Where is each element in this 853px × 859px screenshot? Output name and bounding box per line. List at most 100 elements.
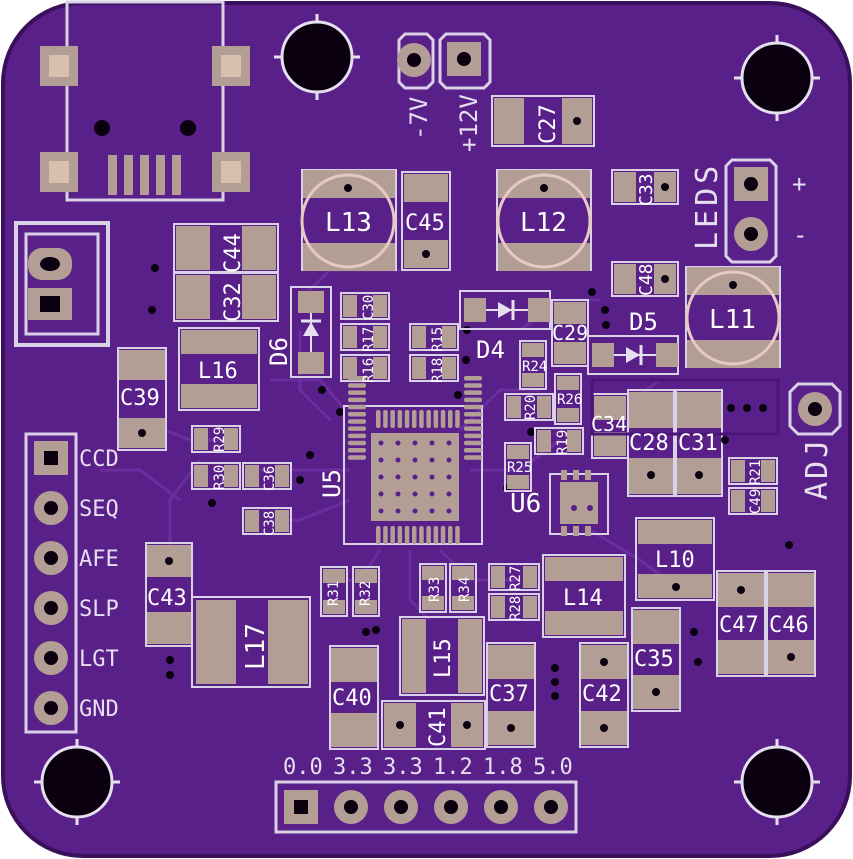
qfn-pin bbox=[426, 526, 431, 544]
designator-r21: R21 bbox=[748, 460, 764, 485]
designator-r28: R28 bbox=[508, 596, 524, 621]
label-led-plus: + bbox=[792, 170, 806, 198]
designator-c42: C42 bbox=[582, 682, 622, 707]
designator-c47: C47 bbox=[719, 613, 759, 638]
qfn-pin bbox=[397, 526, 403, 544]
thermal-via bbox=[446, 508, 452, 514]
pin-label-bottom-2: 3.3 bbox=[383, 755, 423, 780]
qfn-pin bbox=[397, 410, 403, 428]
silkscreen-labels: -7V +12V LEDS + - ADJ CCD SEQ AFE SLP LG… bbox=[79, 94, 835, 780]
qfn-pin bbox=[348, 376, 366, 381]
thermal-via bbox=[446, 491, 452, 497]
designator-c43: C43 bbox=[147, 586, 187, 611]
qfn-pin bbox=[348, 412, 366, 417]
capacitor-outlines bbox=[117, 95, 816, 750]
designator-c37: C37 bbox=[489, 682, 529, 707]
mounting-holes bbox=[34, 14, 820, 825]
qfn-pin bbox=[348, 390, 366, 395]
pin-label-lgt: LGT bbox=[79, 647, 119, 672]
thermal-via bbox=[446, 474, 452, 480]
thermal-via bbox=[378, 474, 384, 480]
designator-r30: R30 bbox=[212, 465, 228, 490]
designator-l11: L11 bbox=[709, 305, 756, 335]
designator-l10: L10 bbox=[655, 548, 695, 573]
trimmer-footprint bbox=[590, 378, 780, 436]
designator-c30: C30 bbox=[361, 295, 377, 320]
qfn-pin bbox=[464, 397, 482, 403]
pin-label-slp: SLP bbox=[79, 597, 119, 622]
pin-label-bottom-4: 1.8 bbox=[483, 755, 523, 780]
designator-r17: R17 bbox=[361, 327, 377, 352]
qfn-pin bbox=[383, 526, 388, 544]
qfn-pin bbox=[448, 410, 453, 428]
qfn-pin bbox=[348, 383, 366, 388]
designator-c31: C31 bbox=[678, 431, 718, 456]
jst-connector bbox=[14, 221, 110, 347]
qfn-pin bbox=[419, 526, 424, 544]
designator-c48: C48 bbox=[636, 263, 657, 296]
qfn-pin bbox=[376, 410, 381, 428]
qfn-pin bbox=[412, 410, 417, 428]
qfn-pin bbox=[464, 376, 482, 381]
pin-label-bottom-1: 3.3 bbox=[333, 755, 373, 780]
qfn-pin bbox=[464, 455, 482, 460]
pin-label-bottom-3: 1.2 bbox=[433, 755, 473, 780]
qfn-pin bbox=[464, 390, 482, 395]
designator-c45: C45 bbox=[405, 211, 445, 236]
qfn-pin bbox=[348, 440, 366, 446]
diodes bbox=[290, 286, 679, 378]
bottom-pin-header bbox=[274, 780, 578, 834]
pin-label-bottom-5: 5.0 bbox=[533, 755, 573, 780]
designators: L13 L12 L11 L16 L10 L14 L15 L17 C27 C33 … bbox=[120, 104, 809, 747]
thermal-via bbox=[378, 491, 384, 497]
designator-c39: C39 bbox=[120, 386, 160, 411]
designator-r24: R24 bbox=[522, 359, 547, 375]
thermal-via bbox=[429, 474, 435, 480]
designator-r26: R26 bbox=[557, 392, 582, 408]
mounting-hole-top-center bbox=[280, 20, 354, 94]
designator-l14: L14 bbox=[563, 586, 603, 611]
qfn-pin bbox=[464, 404, 482, 410]
qfn-pin bbox=[440, 526, 446, 544]
designator-c36: C36 bbox=[262, 466, 278, 491]
designator-c29: C29 bbox=[552, 321, 588, 345]
designator-l13: L13 bbox=[325, 208, 372, 238]
pin-label-seq: SEQ bbox=[79, 497, 119, 522]
designator-l16: L16 bbox=[198, 359, 238, 384]
mounting-hole-top-right bbox=[740, 41, 814, 115]
qfn-pin bbox=[464, 419, 482, 424]
qfn-pin bbox=[440, 410, 446, 428]
designator-r34: R34 bbox=[457, 577, 473, 602]
label-adj: ADJ bbox=[800, 437, 835, 500]
thermal-via bbox=[446, 440, 452, 446]
qfn-pin bbox=[348, 426, 366, 431]
designator-u6: U6 bbox=[510, 489, 541, 519]
designator-c33: C33 bbox=[636, 173, 657, 206]
designator-d6: D6 bbox=[265, 337, 293, 366]
leds-header bbox=[724, 158, 778, 264]
qfn-pin bbox=[348, 419, 366, 424]
designator-l12: L12 bbox=[520, 208, 567, 238]
pin-label-gnd: GND bbox=[79, 697, 119, 722]
qfn-pin bbox=[376, 526, 381, 544]
qfn-pin bbox=[426, 410, 431, 428]
qfn-pin bbox=[348, 433, 366, 439]
qfn-pin bbox=[464, 426, 482, 431]
left-pin-header bbox=[24, 432, 78, 734]
thermal-via bbox=[395, 440, 401, 446]
designator-u5: U5 bbox=[318, 469, 346, 498]
label-led-minus: - bbox=[793, 221, 807, 249]
qfn-pin bbox=[404, 410, 410, 428]
designator-r19: R19 bbox=[555, 430, 571, 455]
qfn-pin bbox=[455, 410, 460, 428]
thermal-via bbox=[429, 491, 435, 497]
qfn-pin bbox=[348, 448, 366, 453]
thermal-via bbox=[412, 440, 418, 446]
thermal-via bbox=[395, 474, 401, 480]
designator-c38: C38 bbox=[262, 511, 278, 536]
qfn-pin bbox=[464, 433, 482, 439]
power-header-top bbox=[397, 32, 492, 90]
label-minus7v: -7V bbox=[405, 97, 433, 140]
designator-c40: C40 bbox=[332, 686, 372, 711]
designator-c44: C44 bbox=[221, 233, 246, 273]
